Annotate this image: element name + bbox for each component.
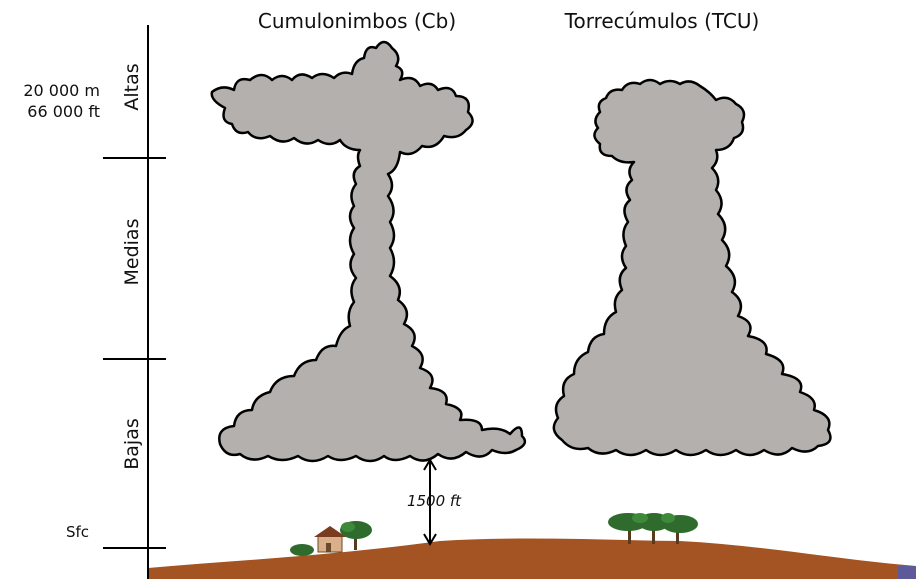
cumulonimbus-cloud [212, 42, 525, 461]
label-bajas: Bajas [121, 418, 143, 470]
towering-cumulus-cloud [554, 80, 831, 455]
ground-corner-patch [898, 566, 916, 579]
label-surface: Sfc [66, 523, 89, 541]
title-towering-cumulus: Torrecúmulos (TCU) [564, 9, 760, 33]
title-cumulonimbus: Cumulonimbos (Cb) [258, 9, 456, 33]
tree-icon [340, 521, 372, 550]
base-height-label: 1500 ft [407, 492, 462, 510]
label-medias: Medias [121, 219, 143, 286]
altitude-feet: 66 000 ft [27, 102, 100, 121]
label-altas: Altas [121, 63, 143, 110]
altitude-meters: 20 000 m [23, 81, 100, 100]
bush-icon [290, 544, 314, 556]
ground [148, 539, 916, 579]
tree-group-icon [608, 513, 698, 544]
